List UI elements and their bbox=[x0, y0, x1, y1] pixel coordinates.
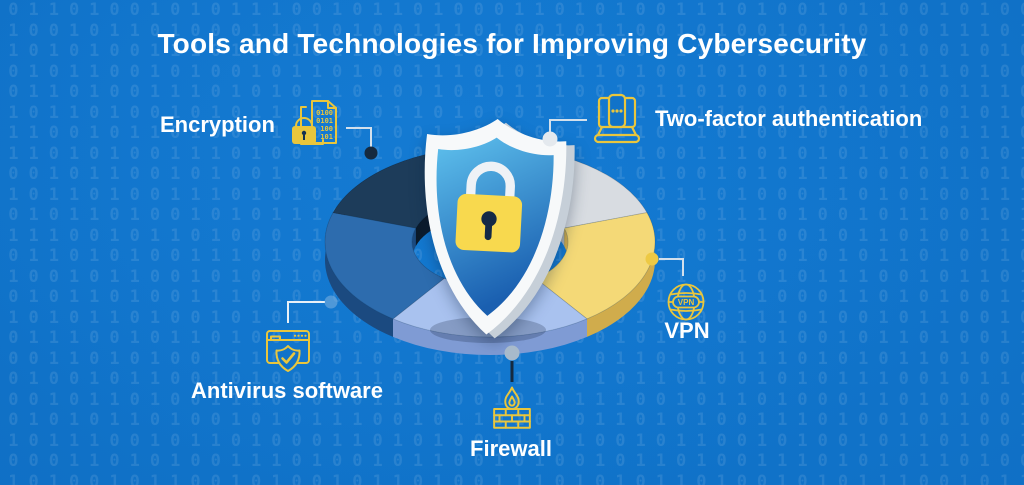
vpn-globe-icon: VPN bbox=[667, 283, 705, 321]
donut-segment-face bbox=[324, 212, 445, 320]
connector-lines bbox=[287, 119, 684, 382]
binary-row: 1011010011101010110100101011100101101000… bbox=[0, 82, 1024, 102]
firewall-icon bbox=[493, 386, 531, 429]
connector-two-factor bbox=[542, 119, 587, 147]
binary-row: 0101110010110100011010100111010010110010… bbox=[0, 430, 1024, 451]
encryption-icon: 0100 0101 100 101 bbox=[292, 100, 337, 145]
antivirus-software-icon bbox=[266, 330, 310, 372]
binary-line: 100 bbox=[320, 125, 333, 133]
page-title: Tools and Technologies for Improving Cyb… bbox=[157, 28, 867, 59]
binary-row: 1101010011101001011001010010110100111010… bbox=[0, 41, 1024, 61]
encryption-label: Encryption bbox=[160, 112, 275, 137]
connector-encryption bbox=[346, 127, 378, 160]
two-factor-authentication-label: Two-factor authentication bbox=[655, 106, 923, 131]
donut-segment-face bbox=[393, 318, 587, 356]
shield-lock-emblem bbox=[424, 118, 575, 339]
two-factor-authentication-icon bbox=[593, 93, 641, 144]
binary-line: 0101 bbox=[316, 117, 333, 125]
connector-firewall bbox=[504, 345, 520, 382]
binary-row: 1001011010011101010110100101011100101101… bbox=[0, 389, 1024, 410]
firewall-label: Firewall bbox=[470, 436, 552, 461]
donut-segment-face bbox=[535, 212, 656, 320]
binary-line: 101 bbox=[320, 133, 333, 141]
padlock-icon bbox=[455, 161, 523, 253]
vpn-globe-label: VPN bbox=[678, 298, 695, 307]
binary-row: 0010110010100101101001110101011010010101… bbox=[0, 61, 1024, 82]
binary-row: 1101001011001010010110100111010101101001… bbox=[0, 471, 1024, 485]
antivirus-software-label: Antivirus software bbox=[191, 378, 383, 403]
binary-row: 1100101101000110101001110100101100101001… bbox=[0, 20, 1024, 41]
binary-row: 0101101001010111001011010001101010011101… bbox=[0, 102, 1024, 123]
connector-vpn bbox=[645, 252, 684, 276]
binary-row: 1011010010101110010110100011010100111010… bbox=[0, 0, 1024, 20]
binary-row: 1000110101001110100101100101001011010011… bbox=[0, 451, 1024, 471]
vpn-label: VPN bbox=[664, 318, 710, 343]
binary-line: 0100 bbox=[316, 109, 333, 117]
connector-antivirus bbox=[287, 295, 338, 323]
